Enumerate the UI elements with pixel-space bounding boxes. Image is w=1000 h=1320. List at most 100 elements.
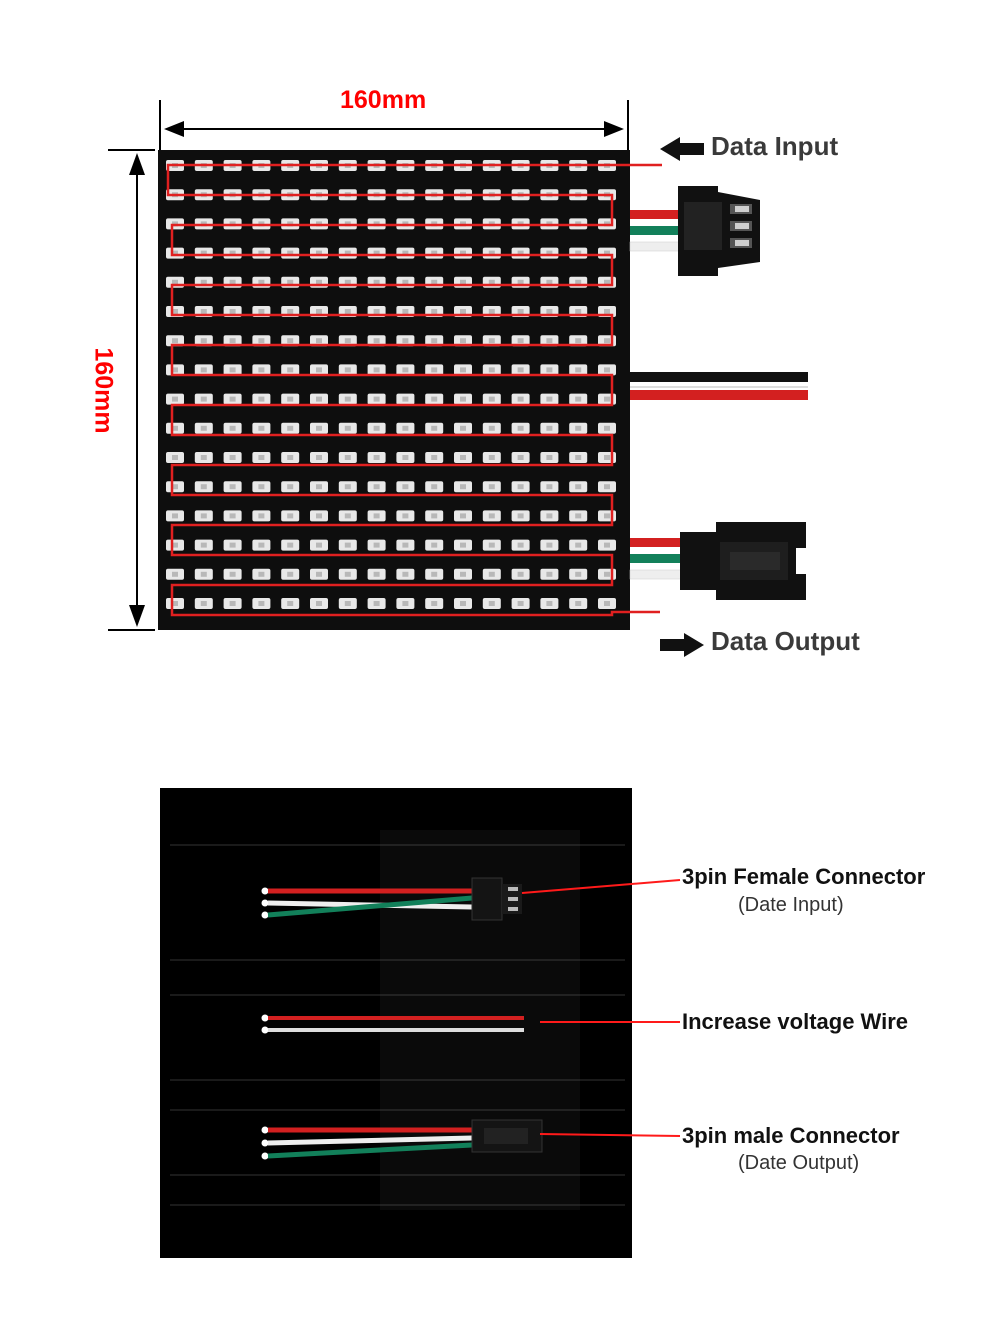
led-chip <box>546 279 553 285</box>
led-chip <box>431 338 438 344</box>
led-chip <box>402 309 409 314</box>
led-chip <box>604 455 610 460</box>
led-chip <box>287 309 294 314</box>
led-chip <box>258 250 265 256</box>
led-chip <box>287 367 294 373</box>
led-chip <box>316 309 322 314</box>
led-chip <box>258 309 265 314</box>
led-chip <box>172 484 178 490</box>
led-chip <box>287 279 294 285</box>
led-chip <box>229 484 236 490</box>
led-chip <box>316 484 322 490</box>
led-chip <box>344 425 351 431</box>
male-connector-label: 3pin male Connector <box>682 1123 900 1148</box>
data-output-label: Data Output <box>711 626 860 656</box>
data-output-arrow-icon <box>660 633 704 657</box>
led-chip <box>460 484 466 490</box>
led-chip <box>229 279 236 285</box>
led-chip <box>460 601 466 606</box>
led-chip <box>172 542 178 548</box>
led-chip <box>517 338 524 344</box>
led-chip <box>229 513 236 519</box>
led-chip <box>402 425 409 431</box>
led-chip <box>431 601 438 606</box>
led-chip <box>460 279 466 285</box>
led-chip <box>431 367 438 373</box>
led-chip <box>258 338 265 344</box>
led-chip <box>517 396 524 402</box>
led-chip <box>200 571 207 577</box>
led-chip <box>431 396 438 402</box>
led-chip <box>287 250 294 256</box>
led-chip <box>517 542 524 548</box>
led-chip <box>460 425 466 431</box>
led-chip <box>488 250 495 256</box>
led-chip <box>373 250 380 256</box>
input-wires <box>629 210 681 252</box>
led-chip <box>344 250 351 256</box>
led-chip <box>258 455 265 460</box>
led-chip <box>344 338 351 344</box>
led-chip <box>546 425 553 431</box>
led-chip <box>575 455 582 460</box>
led-chip <box>373 455 380 460</box>
led-chip <box>604 513 610 519</box>
led-chip <box>488 542 495 548</box>
led-chip <box>373 484 380 490</box>
led-chip <box>172 396 178 402</box>
led-chip <box>517 455 524 460</box>
led-chip <box>287 601 294 606</box>
width-dimension <box>159 100 629 150</box>
led-chip <box>604 338 610 344</box>
led-chip <box>316 513 322 519</box>
led-chip <box>517 309 524 314</box>
led-chip <box>229 455 236 460</box>
output-wires <box>629 538 683 580</box>
led-chip <box>517 367 524 373</box>
led-chip <box>402 367 409 373</box>
led-chip <box>546 571 553 577</box>
led-chip <box>460 571 466 577</box>
led-chip <box>517 250 524 256</box>
female-connector-sublabel: (Date Input) <box>738 894 844 916</box>
led-chip <box>517 484 524 490</box>
led-chip <box>604 601 610 606</box>
led-chip <box>488 279 495 285</box>
led-chip <box>431 455 438 460</box>
led-chip <box>200 425 207 431</box>
led-chip <box>258 542 265 548</box>
led-chip <box>258 601 265 606</box>
led-chip <box>460 367 466 373</box>
led-chip <box>431 309 438 314</box>
led-chip <box>546 338 553 344</box>
led-chip <box>575 396 582 402</box>
led-chip <box>488 309 495 314</box>
led-chip <box>488 601 495 606</box>
led-chip <box>287 425 294 431</box>
led-chip <box>575 425 582 431</box>
led-chip <box>402 601 409 606</box>
led-chip <box>402 338 409 344</box>
led-chip <box>402 484 409 490</box>
led-chip <box>488 571 495 577</box>
led-chip <box>287 455 294 460</box>
led-chip <box>287 542 294 548</box>
led-chip <box>229 396 236 402</box>
led-chip <box>316 338 322 344</box>
led-chip <box>575 309 582 314</box>
led-chip <box>604 484 610 490</box>
led-chip <box>172 571 178 577</box>
led-chip <box>517 601 524 606</box>
male-connector-sublabel: (Date Output) <box>738 1152 860 1174</box>
led-chip <box>258 425 265 431</box>
led-chip <box>517 279 524 285</box>
board-back-view <box>160 788 632 1258</box>
led-chip <box>402 571 409 577</box>
led-chip <box>229 367 236 373</box>
led-chip <box>344 484 351 490</box>
led-chip <box>258 279 265 285</box>
led-chip <box>172 601 178 606</box>
led-chip <box>546 250 553 256</box>
led-chip <box>373 542 380 548</box>
led-chip <box>488 513 495 519</box>
